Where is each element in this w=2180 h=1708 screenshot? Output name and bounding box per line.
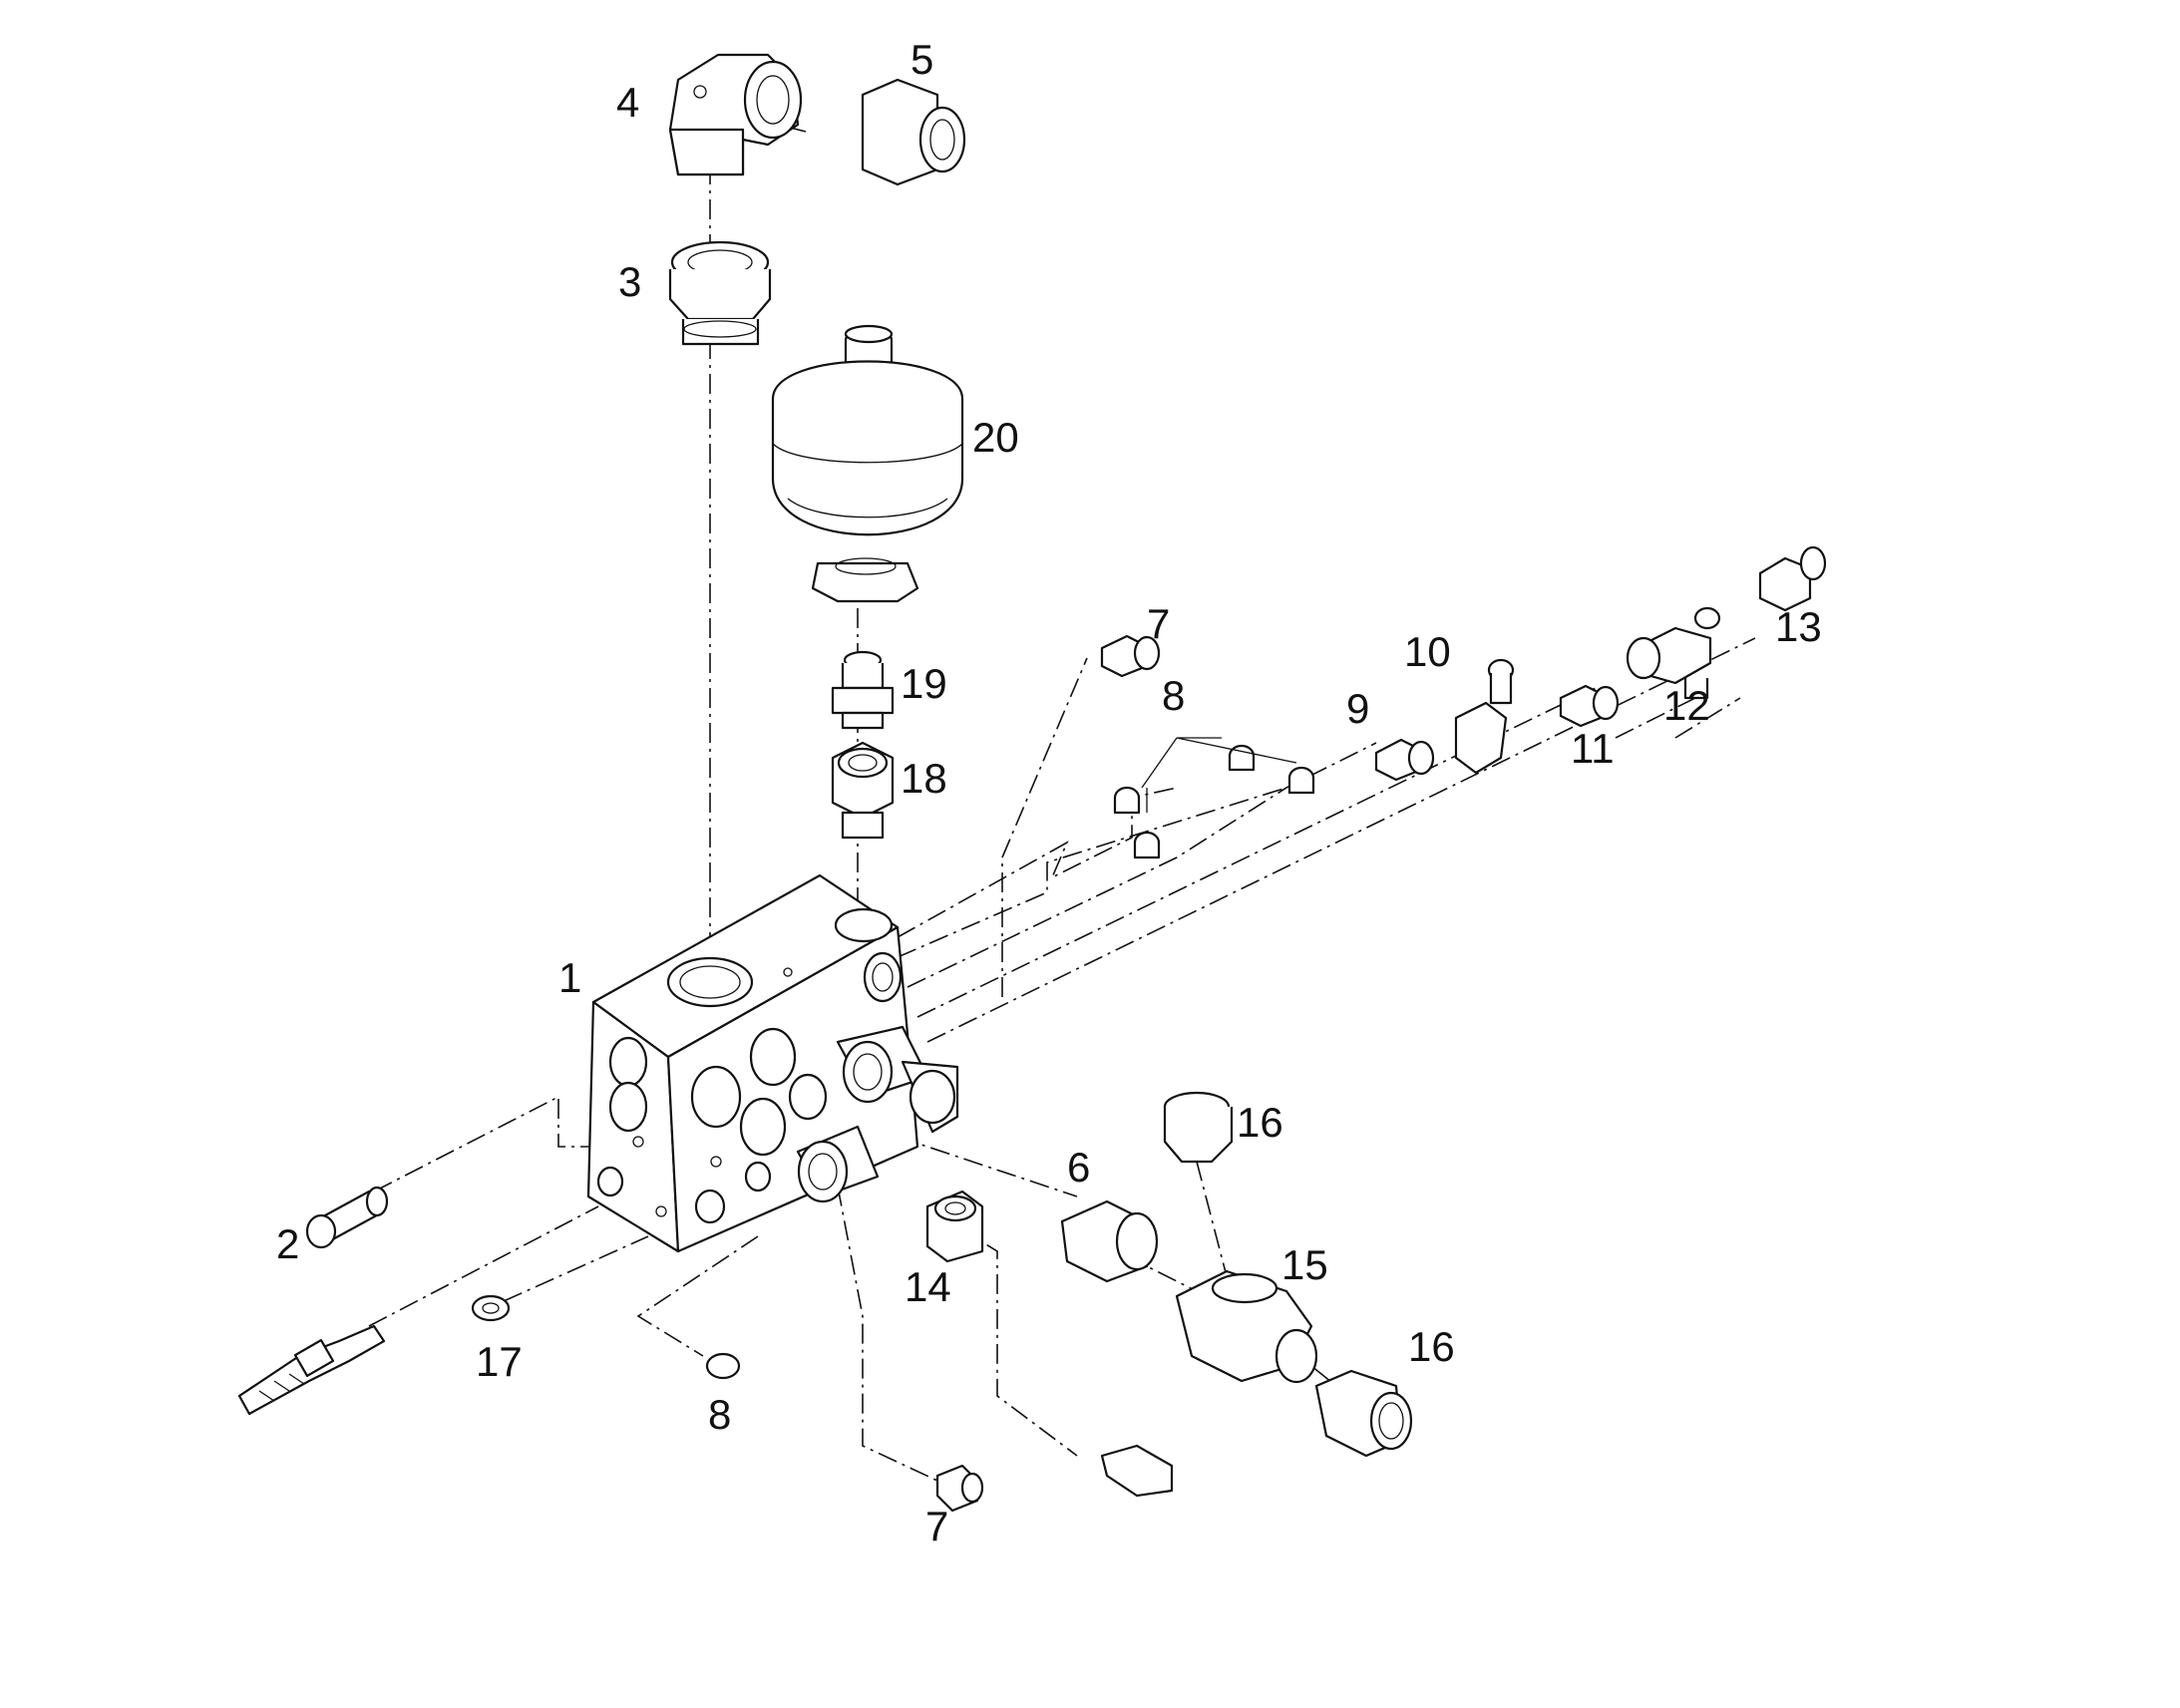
callout-labels: 1 2 3 4 5 6 7 7 8 8 9 10 11 12 13 14 15 … [276,36,1822,1549]
callout-5: 5 [910,36,933,83]
callout-16-bottom: 16 [1408,1323,1455,1370]
callout-6: 6 [1067,1144,1090,1191]
part-2-check-valve [305,1186,389,1249]
manifold-block [586,873,959,1253]
part-19-fitting [831,650,895,730]
part-3-adapter [668,240,772,346]
callout-19: 19 [901,660,947,707]
part-4-elbow [668,53,803,176]
part-20-accumulator [771,324,964,603]
part-5-nut [861,78,966,186]
callout-18: 18 [901,755,947,802]
callout-17: 17 [476,1338,523,1385]
callout-7-bottom: 7 [925,1503,948,1549]
assembly-center-lines [368,94,1756,1482]
lower-right-fittings [925,1091,1413,1458]
callout-12: 12 [1663,682,1710,729]
part-18-reducer [831,741,895,840]
callout-10: 10 [1404,628,1451,675]
callout-2: 2 [276,1220,299,1267]
callout-16-top: 16 [1237,1099,1283,1146]
callout-4: 4 [616,79,639,126]
callout-1: 1 [558,954,581,1001]
small-plugs-and-fittings [1100,545,1827,859]
pressure-sensor [237,1324,386,1416]
callout-11: 11 [1571,725,1615,772]
callout-15: 15 [1281,1241,1328,1288]
callout-13: 13 [1775,603,1822,650]
callout-14: 14 [905,1263,951,1310]
callout-7-top: 7 [1147,600,1170,647]
callout-8-top: 8 [1162,672,1185,719]
callout-3: 3 [618,258,641,305]
callout-9: 9 [1346,685,1369,732]
callout-20: 20 [972,414,1019,461]
temperature-sensor-and-plugs [471,1294,1174,1513]
callout-8-bottom: 8 [708,1391,731,1438]
